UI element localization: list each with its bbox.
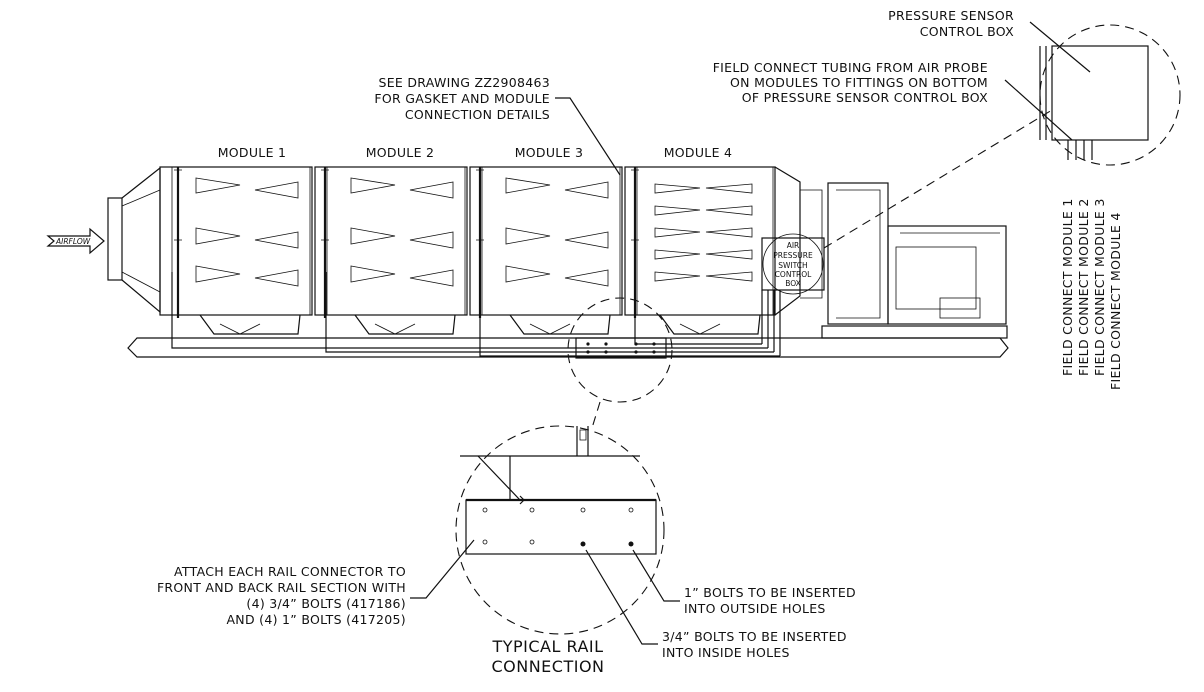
- fan-unit: [821, 182, 1008, 339]
- module-3: [469, 166, 623, 335]
- rail-connector-small: [567, 297, 673, 429]
- see-drawing-note-1: SEE DRAWING ZZ2908463: [378, 75, 550, 90]
- field-connect-labels: FIELD CONNECT MODULE 1 FIELD CONNECT MOD…: [1060, 198, 1123, 390]
- air-switch-text-1: AIR: [787, 241, 800, 250]
- detail-title-1: TYPICAL RAIL: [491, 637, 603, 656]
- inlet-transition: [107, 166, 161, 314]
- air-switch-text-3: SWITCH: [778, 261, 807, 270]
- pressure-sensor-label-1: PRESSURE SENSOR: [888, 8, 1014, 23]
- module-frames: [174, 167, 639, 318]
- field-connect-module-1: FIELD CONNECT MODULE 1: [1060, 198, 1075, 376]
- module-1-label: MODULE 1: [218, 145, 287, 160]
- tubing-lines: [171, 272, 781, 357]
- outlet-transition: [774, 166, 823, 316]
- airflow-arrow: AIRFLOW: [46, 227, 105, 255]
- field-connect-module-2: FIELD CONNECT MODULE 2: [1076, 198, 1091, 376]
- rail-note-1: ATTACH EACH RAIL CONNECTOR TO: [174, 564, 406, 579]
- see-drawing-note-3: CONNECTION DETAILS: [405, 107, 550, 122]
- bolts-34in-note-2: INTO INSIDE HOLES: [662, 645, 790, 660]
- tubing-note-3: OF PRESSURE SENSOR CONTROL BOX: [742, 90, 988, 105]
- pressure-sensor-label-2: CONTROL BOX: [920, 24, 1014, 39]
- module-3-label: MODULE 3: [515, 145, 584, 160]
- bolts-34in-leader: [585, 549, 658, 645]
- module-2: [314, 166, 468, 335]
- bolts-1in-note-2: INTO OUTSIDE HOLES: [684, 601, 826, 616]
- air-pressure-switch-box: AIR PRESSURE SWITCH CONTROL BOX: [761, 233, 825, 295]
- module-1: [159, 166, 313, 335]
- pressure-sensor-detail: [1004, 21, 1181, 166]
- detail-title-2: CONNECTION: [491, 657, 604, 676]
- tubing-note-1: FIELD CONNECT TUBING FROM AIR PROBE: [713, 60, 988, 75]
- air-switch-text-2: PRESSURE: [773, 251, 813, 260]
- airflow-label: AIRFLOW: [55, 237, 91, 246]
- bolts-1in-leader: [632, 549, 680, 602]
- rail-note-3: (4) 3/4” BOLTS (417186): [246, 596, 406, 611]
- air-switch-text-5: BOX: [785, 279, 801, 288]
- see-drawing-note-2: FOR GASKET AND MODULE: [374, 91, 550, 106]
- see-drawing-leader: [555, 97, 621, 176]
- tubing-note-2: ON MODULES TO FITTINGS ON BOTTOM: [730, 75, 988, 90]
- rail-note-leader: [410, 539, 475, 599]
- field-connect-module-3: FIELD CONNECT MODULE 3: [1092, 198, 1107, 376]
- module-4-label: MODULE 4: [664, 145, 733, 160]
- air-switch-text-4: CONTROL: [775, 270, 812, 279]
- module-4: [624, 166, 776, 335]
- bolts-1in-note-1: 1” BOLTS TO BE INSERTED: [684, 585, 856, 600]
- rail-note-4: AND (4) 1” BOLTS (417205): [226, 612, 406, 627]
- bolts-34in-note-1: 3/4” BOLTS TO BE INSERTED: [662, 629, 847, 644]
- base-rail: [127, 337, 1009, 358]
- pressure-sensor-leader: [823, 109, 1053, 249]
- rail-connection-detail: [455, 425, 665, 635]
- field-connect-module-4: FIELD CONNECT MODULE 4: [1108, 212, 1123, 390]
- module-2-label: MODULE 2: [366, 145, 435, 160]
- rail-note-2: FRONT AND BACK RAIL SECTION WITH: [157, 580, 406, 595]
